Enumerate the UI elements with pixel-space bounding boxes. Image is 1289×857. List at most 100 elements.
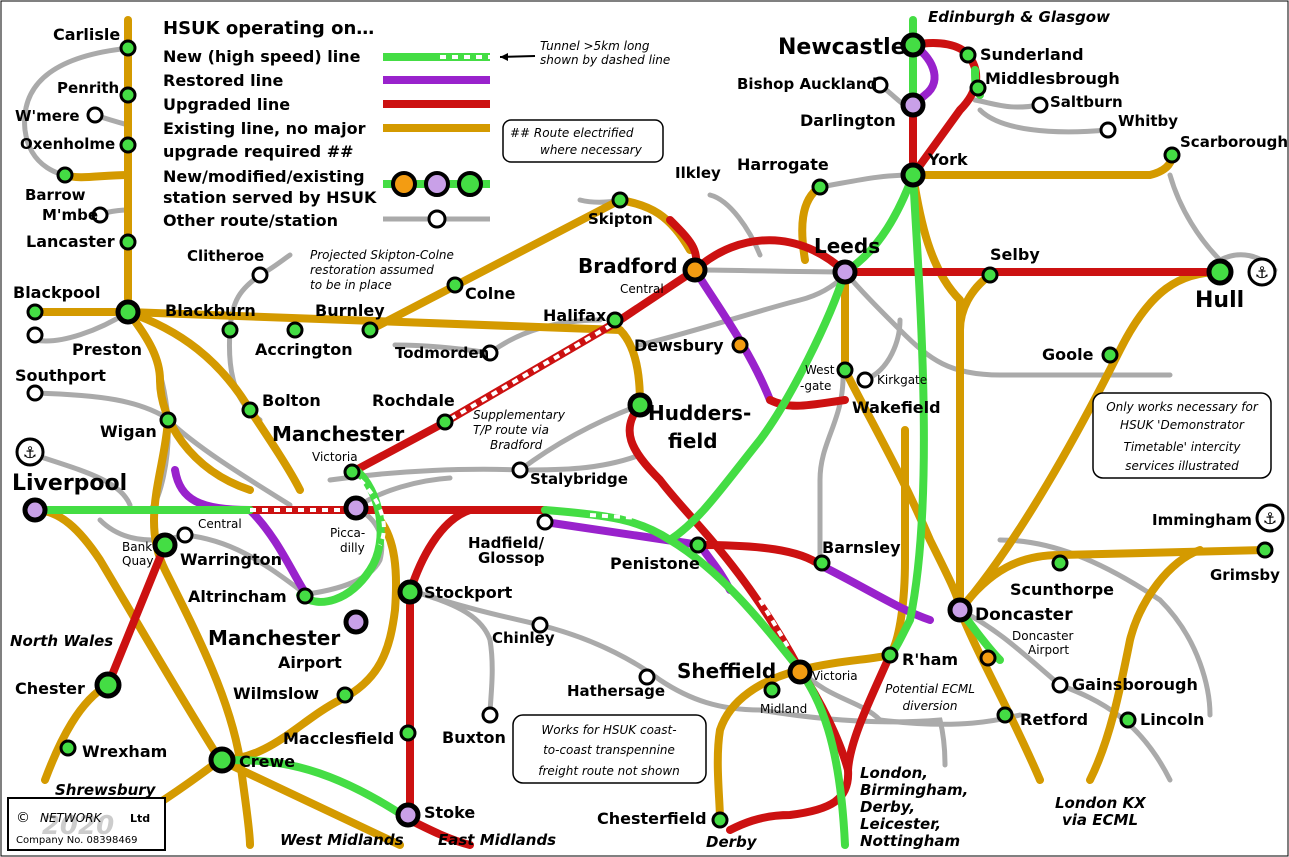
station-retford[interactable] — [996, 706, 1014, 724]
station-hadfield[interactable] — [536, 513, 554, 531]
station-preston[interactable] — [115, 299, 141, 325]
legend-station-existing — [457, 171, 483, 197]
station-grimsby[interactable] — [1256, 541, 1274, 559]
legend-other-station — [427, 209, 447, 229]
label-chesterfield: Chesterfield — [597, 809, 707, 828]
station-leeds[interactable] — [832, 259, 858, 285]
station-carlisle[interactable] — [119, 39, 137, 57]
station-macclesfield[interactable] — [399, 724, 417, 742]
station-whitby[interactable] — [1099, 121, 1117, 139]
station-westgate[interactable] — [836, 361, 854, 379]
label-barrow: Barrow — [25, 186, 86, 204]
station-southport[interactable] — [26, 384, 44, 402]
station-central-warrington[interactable] — [176, 526, 194, 544]
station-hathersage[interactable] — [638, 668, 656, 686]
station-crewe[interactable] — [208, 746, 236, 774]
legend-label: New (high speed) line — [163, 47, 361, 66]
label-central: Central — [198, 517, 242, 531]
station-bishop-auckland[interactable] — [871, 76, 889, 94]
upgraded-victoria-bradford — [352, 266, 699, 474]
label-crewe: Crewe — [239, 752, 295, 771]
existing-doncaster-kx — [956, 606, 1044, 784]
supplementary-note: Supplementary — [473, 408, 566, 422]
station-colne[interactable] — [446, 276, 464, 294]
station-lincoln[interactable] — [1119, 711, 1137, 729]
other-route-bradford-leeds — [692, 267, 848, 275]
station-rotherham[interactable] — [881, 646, 899, 664]
label-skipton: Skipton — [588, 210, 653, 228]
station-sunderland[interactable] — [959, 46, 977, 64]
label-doncaster-airport: Airport — [1028, 643, 1069, 657]
station-liverpool[interactable] — [22, 497, 48, 523]
anchor-glyph: ⚓ — [1263, 509, 1277, 528]
station-barrow-mmbe[interactable] — [91, 206, 109, 224]
station-stalybridge[interactable] — [511, 461, 529, 479]
label-stalybridge: Stalybridge — [530, 470, 628, 488]
station-sheffield[interactable] — [787, 659, 813, 685]
station-midland[interactable] — [763, 681, 781, 699]
station-rochdale[interactable] — [436, 413, 454, 431]
ecml-note: diversion — [903, 699, 958, 713]
station-chesterfield[interactable] — [711, 811, 729, 829]
station-hull[interactable] — [1206, 258, 1234, 286]
station-stockport[interactable] — [397, 579, 423, 605]
station-victoria[interactable] — [343, 463, 361, 481]
station-burnley[interactable] — [361, 321, 379, 339]
station-scunthorpe[interactable] — [1051, 554, 1069, 572]
station-blackpool-south[interactable] — [26, 326, 44, 344]
station-doncaster[interactable] — [947, 597, 973, 623]
station-todmorden[interactable] — [481, 344, 499, 362]
station-dewsbury[interactable] — [731, 336, 749, 354]
station-lancaster[interactable] — [119, 233, 137, 251]
station-barrow[interactable] — [56, 166, 74, 184]
label-southport: Southport — [15, 366, 106, 385]
other-route-ilkley — [707, 192, 763, 258]
station-penrith[interactable] — [119, 86, 137, 104]
station-stoke[interactable] — [395, 802, 421, 828]
station-selby[interactable] — [981, 266, 999, 284]
station-scarborough[interactable] — [1163, 146, 1181, 164]
station-barnsley[interactable] — [813, 554, 831, 572]
label-huddersfield: field — [668, 429, 718, 453]
station-accrington[interactable] — [286, 321, 304, 339]
anchor-glyph: ⚓ — [23, 443, 37, 462]
station-altrincham[interactable] — [296, 587, 314, 605]
station-wilmslow[interactable] — [336, 686, 354, 704]
station-kirkgate[interactable] — [856, 371, 874, 389]
other-route-gainsborough-south — [1057, 682, 1173, 783]
station-bradford[interactable] — [682, 257, 708, 283]
station-goole[interactable] — [1101, 346, 1119, 364]
station-clitheroe[interactable] — [251, 266, 269, 284]
other-route-southport — [32, 390, 173, 423]
station-harrogate[interactable] — [811, 178, 829, 196]
station-oxenholme[interactable] — [119, 136, 137, 154]
station-newcastle[interactable] — [900, 32, 926, 58]
station-saltburn[interactable] — [1031, 96, 1049, 114]
station-buxton[interactable] — [481, 706, 499, 724]
station-chester[interactable] — [94, 671, 122, 699]
station-halifax[interactable] — [606, 311, 624, 329]
station-piccadilly[interactable] — [343, 495, 369, 521]
station-windermere[interactable] — [86, 106, 104, 124]
station-bolton[interactable] — [241, 401, 259, 419]
station-huddersfield[interactable] — [627, 392, 653, 418]
station-gainsborough[interactable] — [1051, 676, 1069, 694]
station-penistone[interactable] — [689, 536, 707, 554]
station-york[interactable] — [900, 162, 926, 188]
supplementary-note: Bradford — [490, 438, 543, 452]
station-chinley[interactable] — [531, 616, 549, 634]
existing-doncaster-grimsby — [956, 546, 1269, 614]
label-oxenholme: Oxenholme — [20, 135, 115, 153]
label-hull: Hull — [1195, 288, 1244, 313]
station-skipton[interactable] — [611, 191, 629, 209]
station-middlesbrough[interactable] — [969, 79, 987, 97]
station-manchester-airport[interactable] — [343, 609, 369, 635]
other-route-wakefield-barnsley — [817, 367, 846, 568]
station-wrexham[interactable] — [59, 739, 77, 757]
station-blackpool[interactable] — [26, 303, 44, 321]
station-doncaster-airport[interactable] — [979, 649, 997, 667]
station-warrington[interactable] — [152, 532, 178, 558]
station-wigan[interactable] — [159, 411, 177, 429]
station-darlington[interactable] — [900, 92, 926, 118]
station-blackburn[interactable] — [221, 321, 239, 339]
